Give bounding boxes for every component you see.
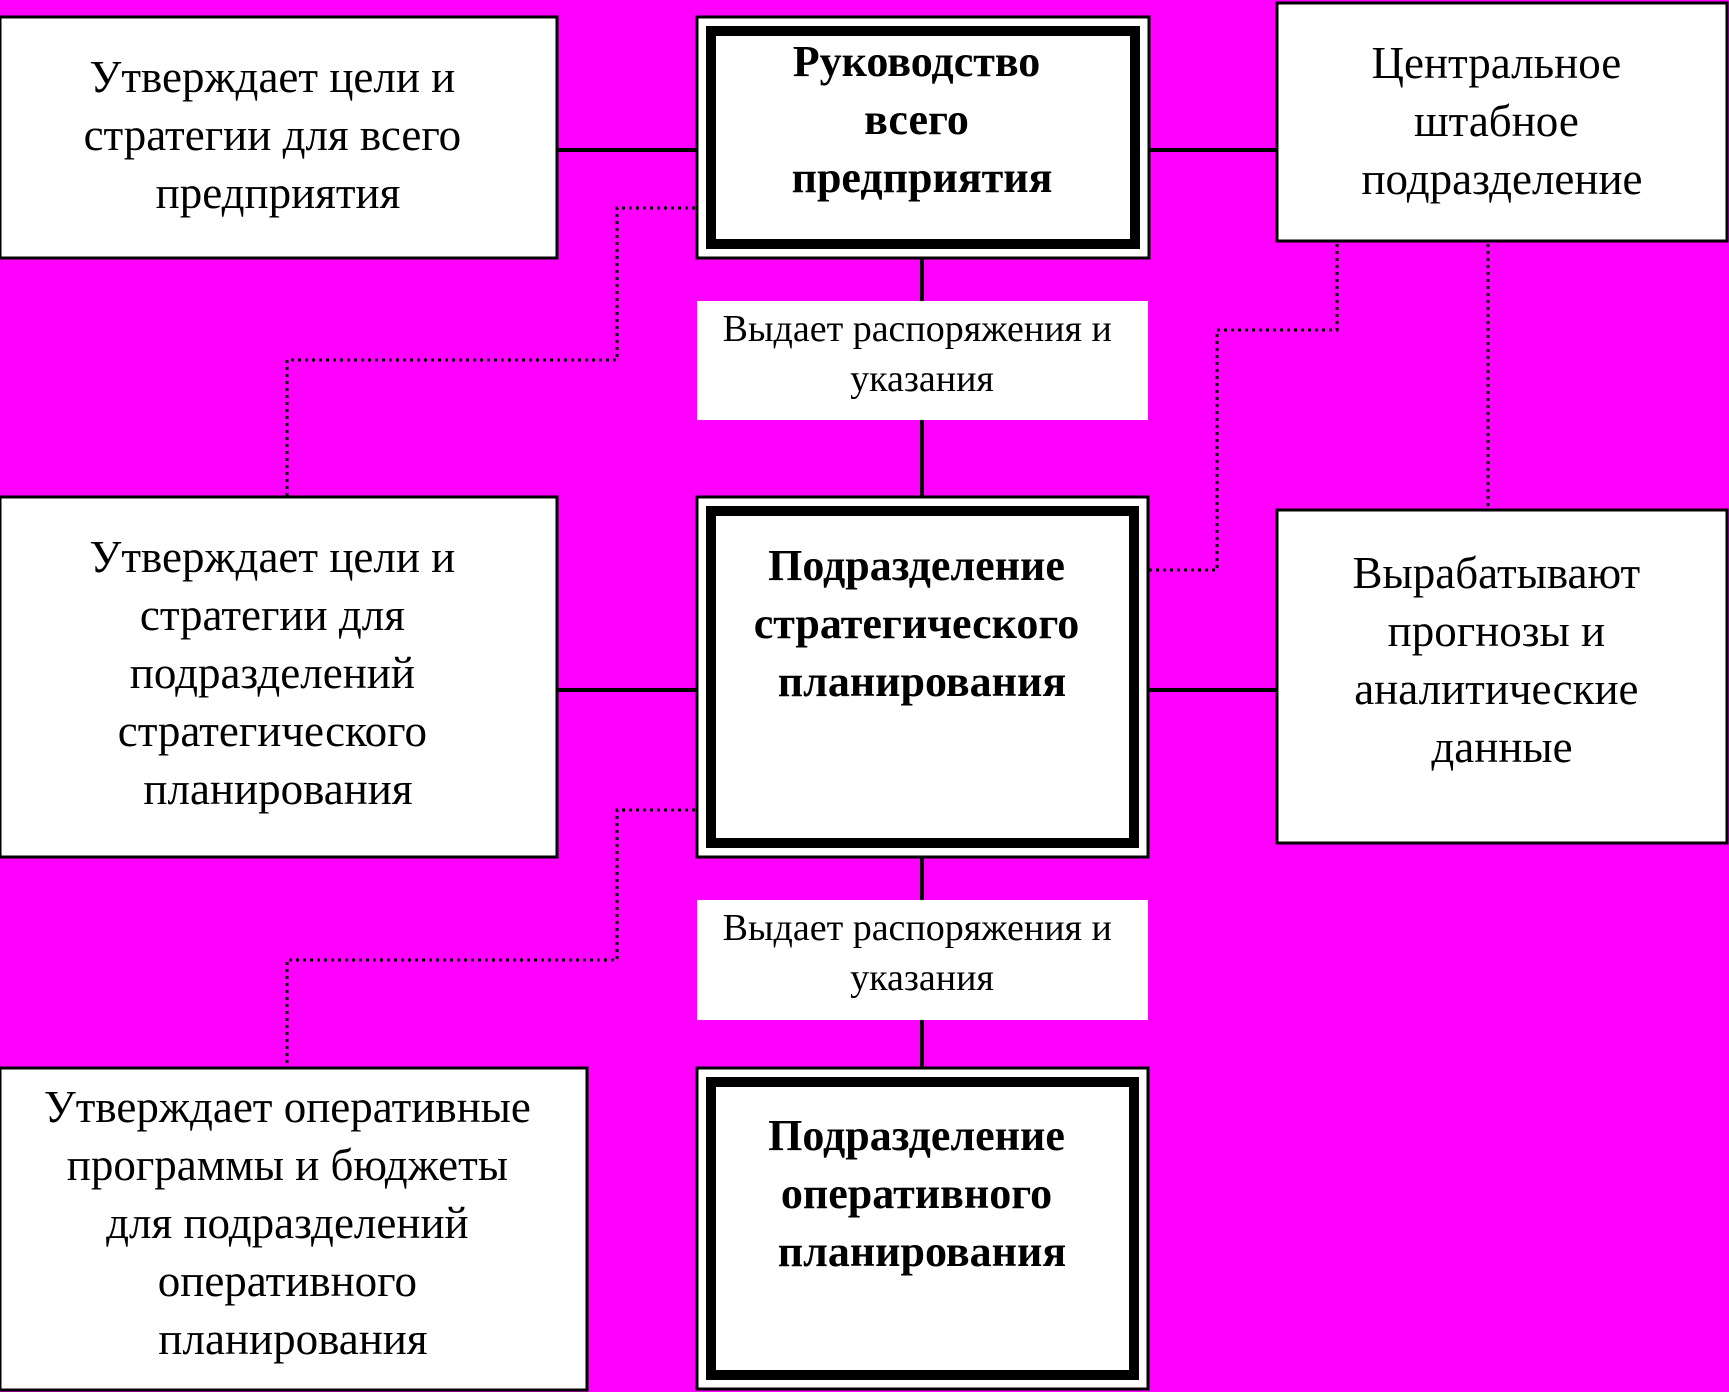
label-lower-text: Выдает распоряжения и указания [723,907,1122,999]
box-mid-center [695,495,1150,859]
box-bottom-center-inner-border [706,1077,1139,1380]
box-top-right [1275,1,1729,243]
dotted-topright-to-mid [1127,244,1339,572]
label-upper-text: Выдает распоряжения и указания [723,308,1122,400]
box-mid-left [0,495,559,859]
box-bottom-left-text: Утверждает оперативные программы и бюдже… [44,1082,542,1364]
box-mid-center-text: Подразделение стратегического планирован… [754,541,1091,706]
dotted-mid-to-bottomleft [285,808,695,1068]
box-bottom-center-text: Подразделение оперативного планирования [768,1111,1076,1276]
box-bottom-left [0,1066,589,1392]
dotted-top-to-midleft [285,206,695,497]
box-top-center [695,15,1151,260]
box-top-center-text: Руководство всего предприятия [792,37,1053,202]
solid-connectors [557,148,1277,1068]
label-lower [697,900,1148,1020]
box-mid-center-inner-border [706,506,1139,848]
box-mid-right-text: Вырабатывают прогнозы и аналитические да… [1353,548,1652,772]
box-mid-right [1275,508,1729,845]
box-top-left [0,15,559,260]
box-top-right-text: Центральное штабное подразделение [1361,38,1642,204]
box-top-center-inner-border [706,26,1140,249]
box-top-left-text: Утверждает цели и стратегии для всего пр… [84,52,473,218]
box-bottom-center [695,1066,1150,1391]
dotted-connectors [285,206,1490,1068]
label-upper [697,301,1148,420]
box-mid-left-text: Утверждает цели и стратегии для подразде… [89,532,466,814]
